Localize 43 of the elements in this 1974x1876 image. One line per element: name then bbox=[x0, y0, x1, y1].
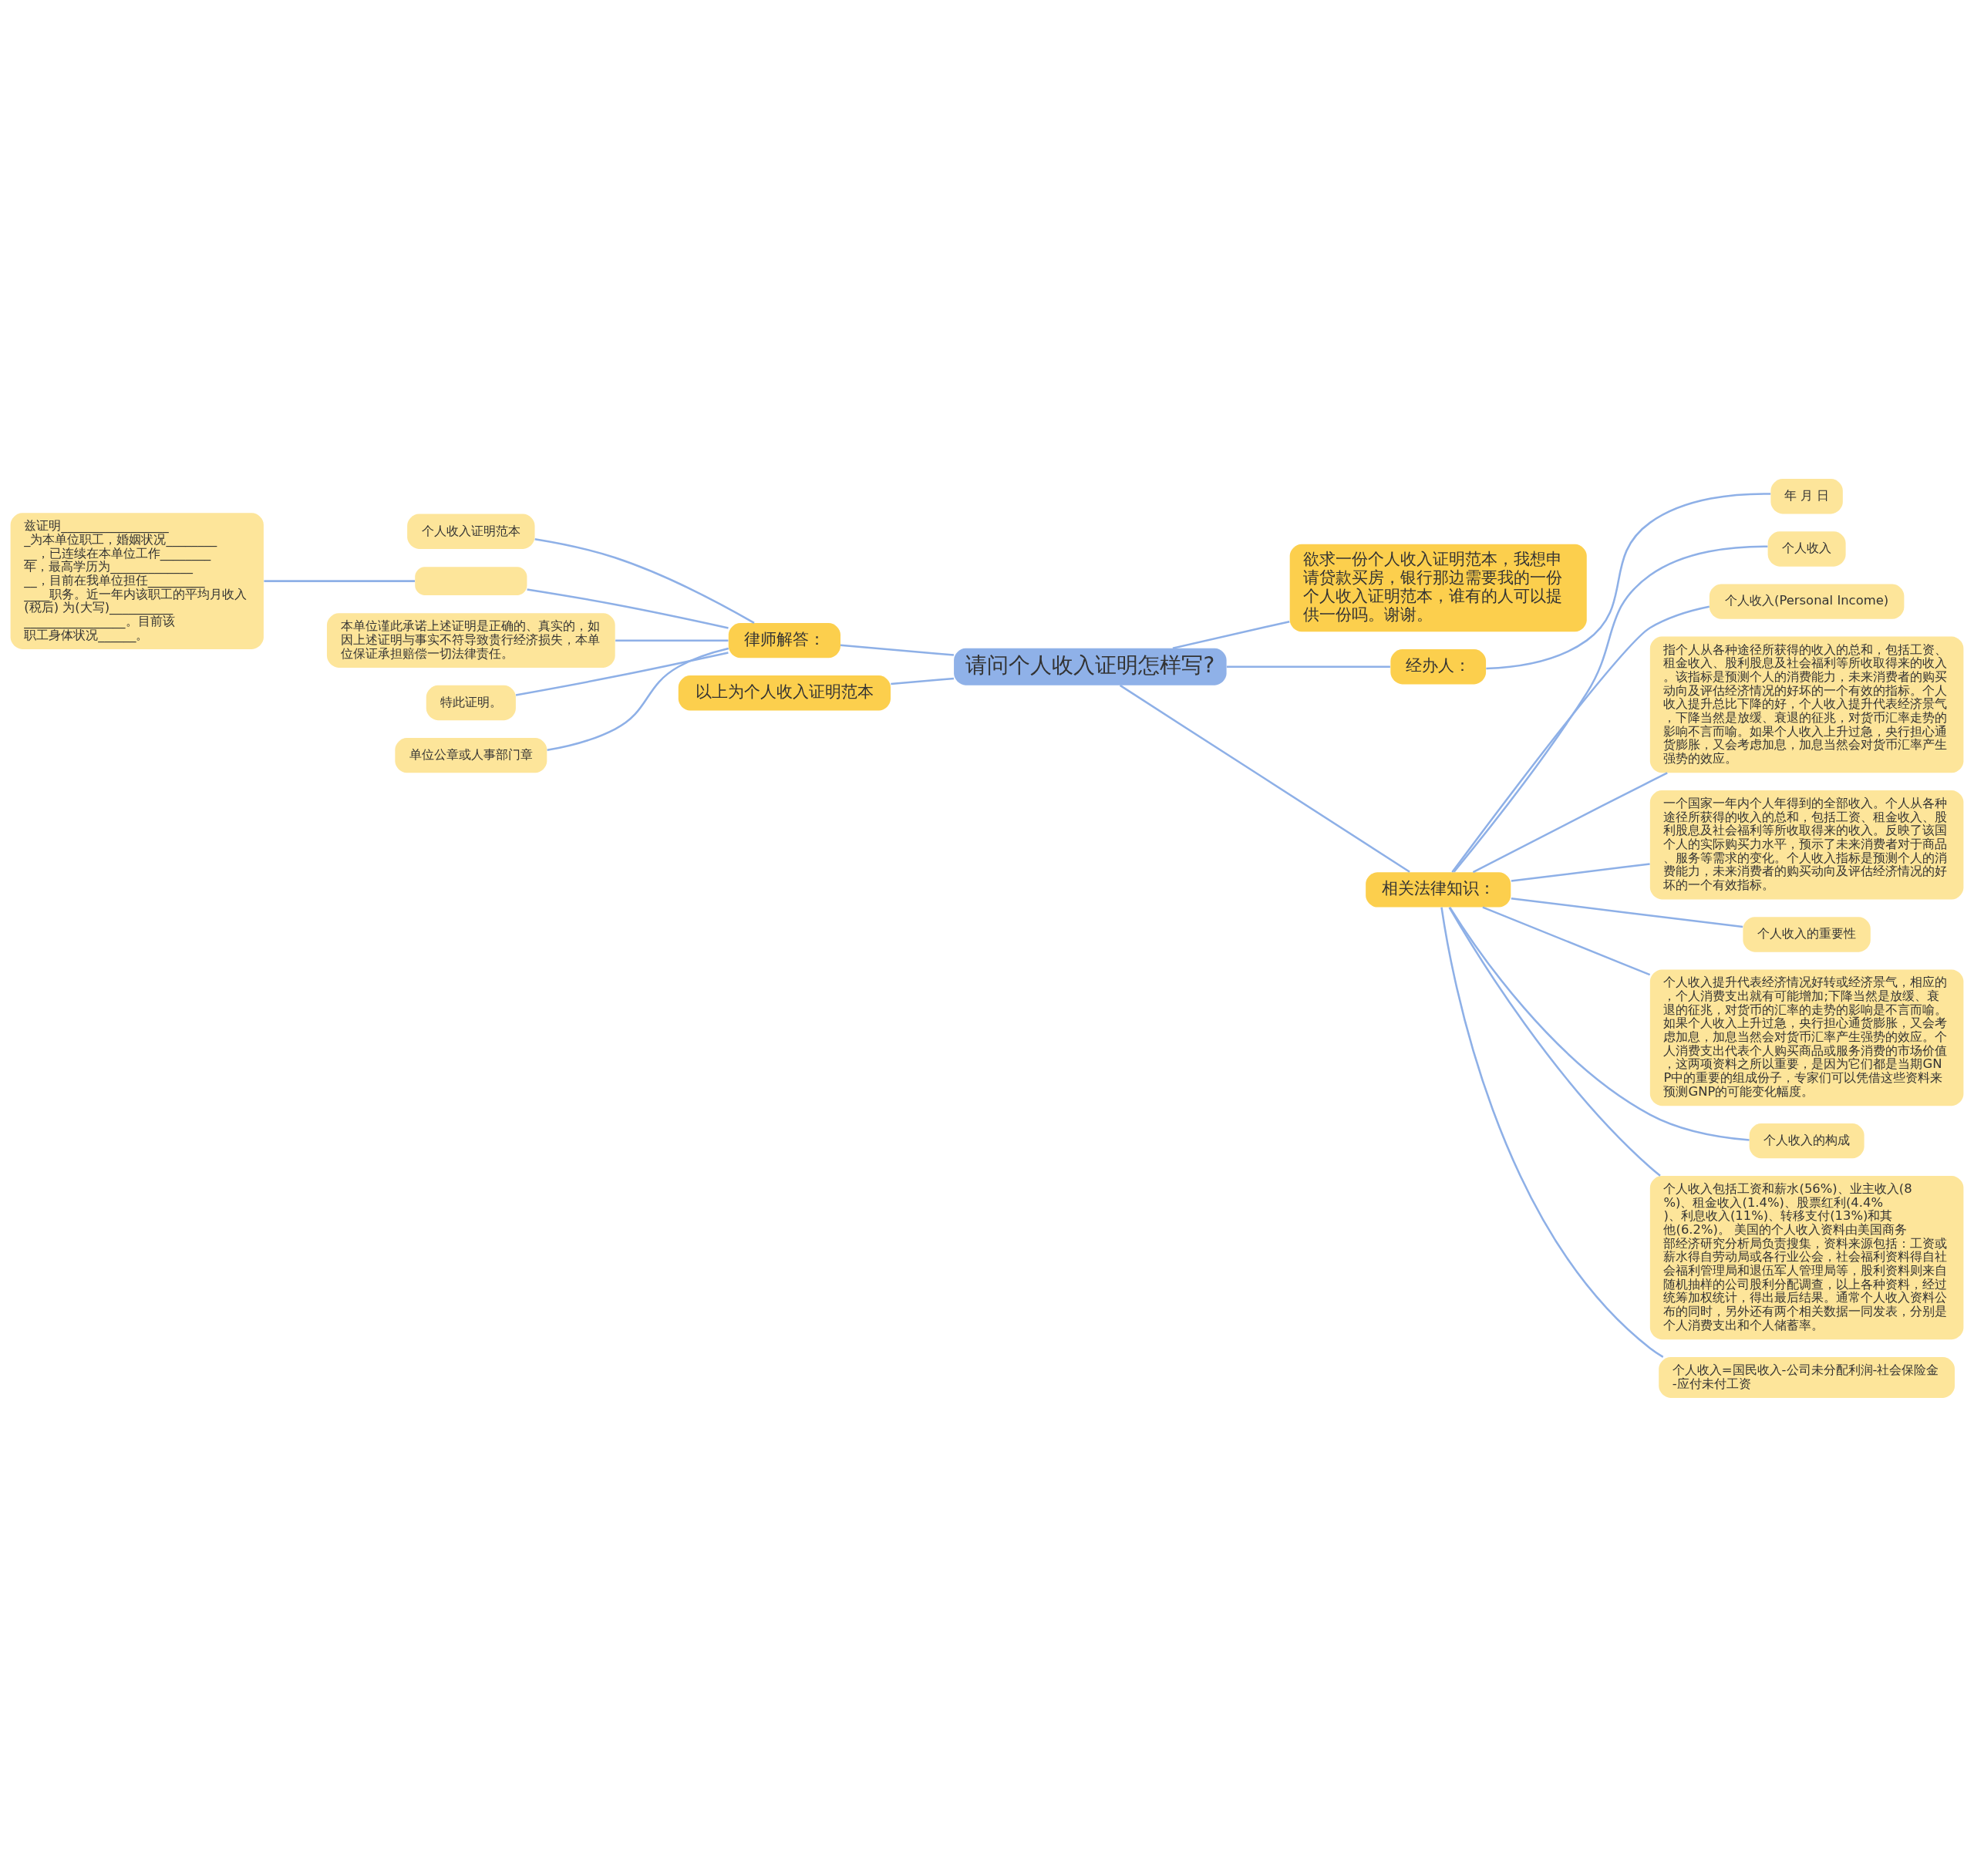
connector bbox=[527, 588, 729, 629]
connector bbox=[1453, 544, 1768, 873]
node-box: 请问个人收入证明怎样写? bbox=[954, 648, 1227, 685]
node-box: 个人收入(Personal Income) bbox=[1709, 583, 1905, 619]
node-box: 个人收入包括工资和薪水(56%)、业主收入(8%)、租金收入(1.4%)、股票红利(4.4%)、利息收入(11%)、转移支付(13%)和其他(6.2%)。 美国的个人收入资料由美国商务部经济研究分析局负责搜集，资料来源包括：工资或薪水得自劳动局或各行业公会，社会福利资料得自社会福利管理局和退伍军人管理局等，股利资料则来自随机抽样的公司股利分配调查，以上各种资料，经过统筹加权统计，得出最后结果。通常个人收入资料公布的同时，另外还有两个相关数据一同发表，分别是个人消费支出和个人储蓄率。 bbox=[1649, 1175, 1964, 1339]
connector bbox=[1448, 906, 1661, 1177]
node-box: 以上为个人收入证明范本 bbox=[678, 675, 891, 711]
node-box: 年 月 日 bbox=[1770, 478, 1843, 514]
connector bbox=[1440, 907, 1664, 1358]
connector bbox=[1226, 665, 1390, 668]
connector bbox=[891, 677, 955, 685]
node-box: 个人收入证明范本 bbox=[407, 514, 535, 549]
node-box: 欲求一份个人收入证明范本，我想申请贷款买房，银行那边需要我的一份个人收入证明范本，谁有的人可以提供一份吗。谢谢。 bbox=[1289, 544, 1587, 632]
connector bbox=[1511, 862, 1650, 882]
node-box: 个人收入 bbox=[1767, 530, 1846, 567]
node-box: 兹证明__________________为本单位职工，婚姻状况__________，已连续在本单位工作________年，最高学历为_______________，目前在我单位担任_____________职务。近一年内该职工的平均月收入(税后) 为(大写)__________________________。目前该职工身体状况______。 bbox=[10, 512, 264, 649]
node-box: 个人收入=国民收入-公司未分配利润-社会保险金-应付未付工资 bbox=[1659, 1356, 1955, 1398]
node-box: 一个国家一年内个人年得到的全部收入。个人从各种途径所获得的收入的总和，包括工资、租金收入、股利股息及社会福利等所收取得来的收入。反映了该国个人的实际购买力水平，预示了未来消费者对于商品、服务等需求的变化。个人收入指标是预测个人的消费能力，未来消费者的购买动向及评估经济情况的好坏的一个有效指标。 bbox=[1649, 790, 1964, 899]
connector bbox=[840, 644, 955, 656]
connector bbox=[1119, 684, 1410, 873]
connector bbox=[1172, 620, 1290, 649]
node-box: 特此证明。 bbox=[426, 685, 516, 720]
node-box: 个人收入的重要性 bbox=[1743, 916, 1871, 952]
node-box: 经办人： bbox=[1390, 648, 1487, 684]
connector bbox=[1451, 605, 1710, 873]
connector bbox=[547, 647, 729, 751]
node-box: 本单位谨此承诺上述证明是正确的、真实的，如因上述证明与事实不符导致贵行经济损失，本单位保证承担赔偿一切法律责任。 bbox=[326, 612, 615, 668]
connector bbox=[1472, 771, 1668, 873]
node-box: 个人收入的构成 bbox=[1749, 1123, 1865, 1158]
node-box: 相关法律知识： bbox=[1366, 871, 1511, 908]
node-box: 律师解答： bbox=[728, 622, 840, 658]
connector bbox=[534, 537, 755, 624]
connector bbox=[1482, 905, 1651, 975]
node-box bbox=[415, 566, 527, 595]
node-box: 指个人从各种途径所获得的收入的总和，包括工资、租金收入、股利股息及社会福利等所收取得来的收入。该指标是预测个人的消费能力，未来消费者的购买动向及评估经济情况的好坏的一个有效的指标。个人收入提升总比下降的好，个人收入提升代表经济景气，下降当然是放缓、衰退的征兆，对货币汇率走势的影响不言而喻。如果个人收入上升过急，央行担心通货膨胀，又会考虑加息，加息当然会对货币汇率产生强势的效应。 bbox=[1649, 636, 1964, 773]
connector bbox=[264, 579, 415, 582]
connector bbox=[615, 638, 729, 642]
connector bbox=[1486, 492, 1771, 669]
node-box: 单位公章或人事部门章 bbox=[395, 737, 547, 773]
connector bbox=[1511, 897, 1743, 928]
connector bbox=[1449, 906, 1750, 1141]
node-box: 个人收入提升代表经济情况好转或经济景气，相应的，个人消费支出就有可能增加;下降当然是放缓、衰退的征兆，对货币的汇率的走势的影响是不言而喻。如果个人收入上升过急，央行担心通货膨胀，又会考虑加息，加息当然会对货币汇率产生强势的效应。个人消费支出代表个人购买商品或服务消费的市场价值，这两项资料之所以重要，是因为它们都是当期GNP中的重要的组成份子，专家们可以凭借这些资料来预测GNP的可能变化幅度。 bbox=[1649, 968, 1964, 1106]
connector bbox=[515, 651, 729, 696]
